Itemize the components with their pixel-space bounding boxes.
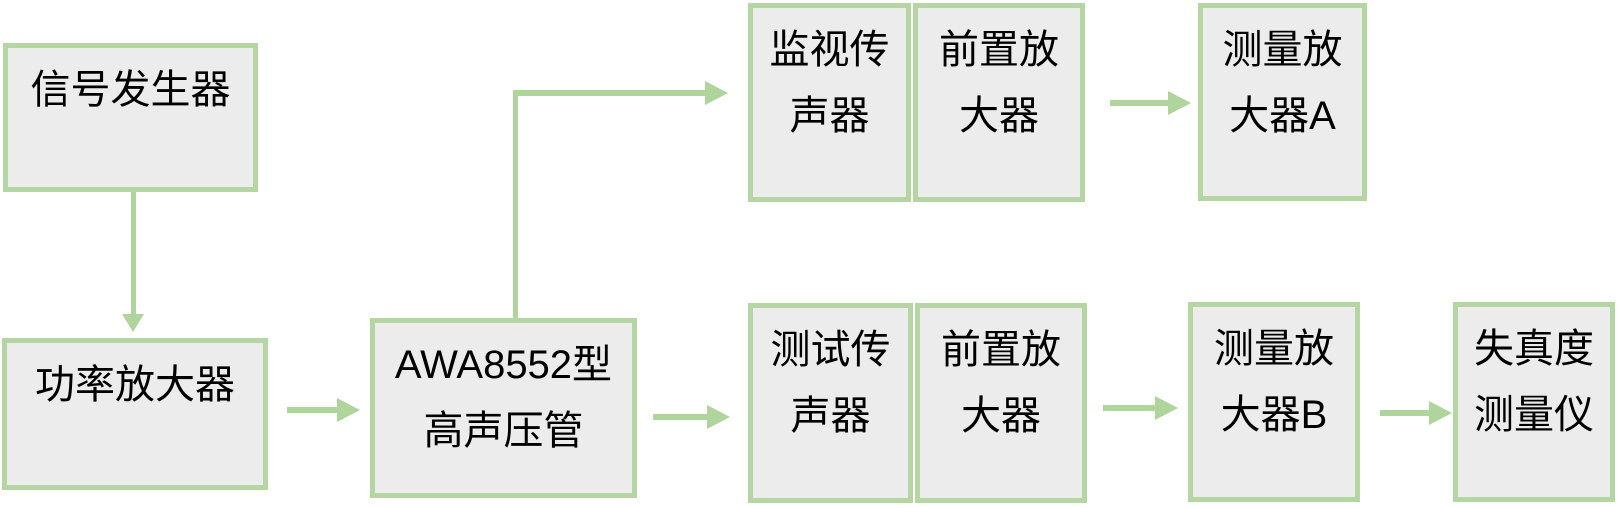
node-label: 声器 <box>789 94 870 138</box>
arrow-preamp-to-amp-b-icon <box>1103 396 1178 420</box>
node-label: 大器 <box>961 394 1041 438</box>
node-label: 监视传 <box>769 28 890 72</box>
arrow-shaft <box>653 414 707 420</box>
arrow-head-right-icon <box>1168 91 1191 115</box>
node-label: 大器A <box>1229 94 1336 138</box>
arrow-shaft <box>513 90 705 96</box>
arrow-head-right-icon <box>1429 401 1452 425</box>
arrow-amp-b-to-distortion-icon <box>1380 401 1452 425</box>
node-label: 信号发生器 <box>30 68 231 112</box>
arrow-power-to-tube-icon <box>287 398 360 422</box>
node-label: 测量放 <box>1222 28 1343 72</box>
node-preamplifier-bottom: 前置放 大器 <box>915 303 1087 503</box>
node-label: 声器 <box>790 394 871 438</box>
node-label: 测量放 <box>1214 327 1334 371</box>
node-label: 失真度 <box>1474 327 1594 371</box>
arrow-head-right-icon <box>705 81 728 105</box>
arrow-shaft <box>1380 410 1429 416</box>
node-signal-generator: 信号发生器 <box>3 43 258 192</box>
arrow-tube-to-monitor-mic-icon <box>513 81 728 318</box>
node-monitor-microphone: 监视传 声器 <box>748 3 911 202</box>
arrow-shaft <box>287 407 337 413</box>
arrow-signal-to-power-icon <box>122 192 145 332</box>
node-label: 前置放 <box>939 28 1059 72</box>
node-label: 测试传 <box>770 328 891 372</box>
node-power-amplifier: 功率放大器 <box>2 338 268 490</box>
arrow-shaft <box>1103 405 1155 411</box>
node-label: 功率放大器 <box>35 363 235 407</box>
arrow-shaft <box>131 192 136 314</box>
node-measuring-amplifier-a: 测量放 大器A <box>1198 3 1367 201</box>
node-preamplifier-top: 前置放 大器 <box>913 3 1085 202</box>
arrow-head-down-icon <box>122 314 144 332</box>
node-test-microphone: 测试传 声器 <box>748 303 913 503</box>
node-distortion-meter: 失真度 测量仪 <box>1453 302 1615 502</box>
node-label: 测量仪 <box>1474 393 1594 437</box>
node-label: 前置放 <box>941 328 1061 372</box>
arrow-head-right-icon <box>1155 396 1178 420</box>
arrow-shaft <box>513 91 518 318</box>
arrow-shaft <box>1110 100 1168 106</box>
node-label: 高声压管 <box>423 409 584 453</box>
node-label: 大器B <box>1220 393 1328 437</box>
arrow-tube-to-test-mic-icon <box>653 405 730 429</box>
arrow-preamp-to-amp-a-icon <box>1110 91 1192 115</box>
arrow-head-right-icon <box>707 405 730 429</box>
node-label: AWA8552型 <box>394 343 613 387</box>
node-measuring-amplifier-b: 测量放 大器B <box>1188 302 1360 502</box>
node-awa8552-high-sound-pressure-tube: AWA8552型 高声压管 <box>370 318 637 498</box>
node-label: 大器 <box>959 94 1039 138</box>
arrow-head-right-icon <box>337 398 360 422</box>
